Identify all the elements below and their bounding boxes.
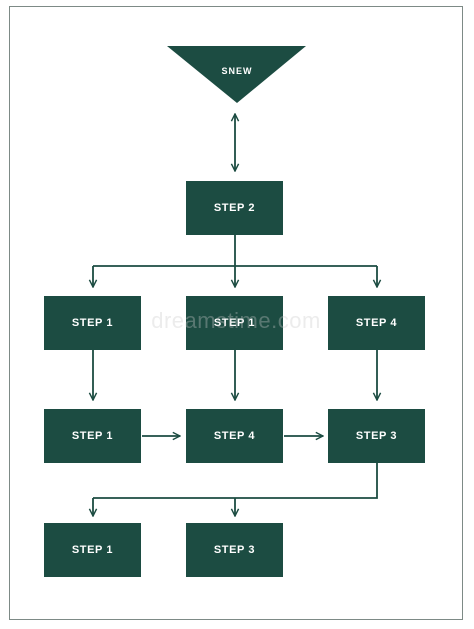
start-label: SNEW — [221, 66, 253, 76]
node-row2-right: STEP 3 — [328, 409, 425, 463]
start-triangle — [167, 46, 306, 103]
node-row2-mid: STEP 4 — [186, 409, 283, 463]
node-row3-left: STEP 1 — [44, 523, 141, 577]
connector-merge-bar — [93, 463, 378, 499]
node-row1-right: STEP 4 — [328, 296, 425, 350]
node-row2-left: STEP 1 — [44, 409, 141, 463]
node-step2: STEP 2 — [186, 181, 283, 235]
watermark-text: dreamstime.com — [151, 308, 321, 333]
node-row1-mid: STEP 1 — [186, 296, 283, 350]
node-row1-left: STEP 1 — [44, 296, 141, 350]
node-row3-mid: STEP 3 — [186, 523, 283, 577]
